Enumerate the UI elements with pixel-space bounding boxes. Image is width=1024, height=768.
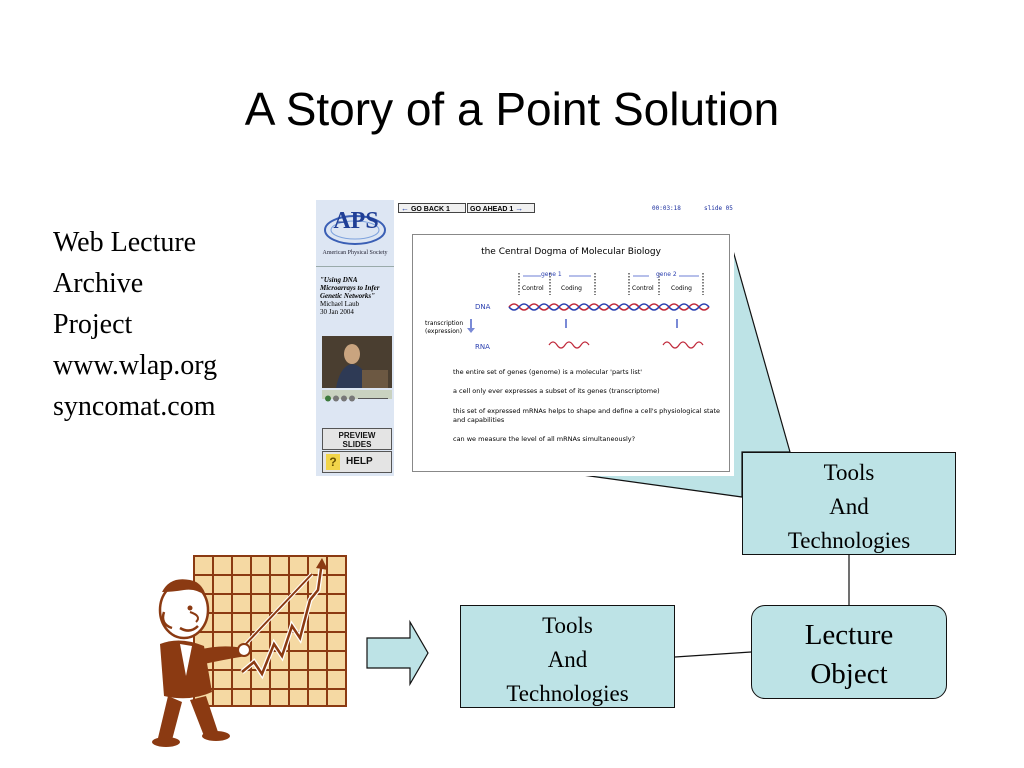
right-arrow-shape [366,619,429,687]
web-lecture-description: Web Lecture Archive Project www.wlap.org… [53,222,217,427]
playback-timer: 00:03:18 [652,205,681,212]
sidebar-divider [316,266,394,267]
go-back-button[interactable]: ← GO BACK 1 [398,203,466,213]
question-mark-icon: ? [326,454,340,470]
wlap-url[interactable]: www.wlap.org [53,350,218,381]
slide-number: slide 05 [704,205,733,212]
box-line: Tools [542,613,593,638]
player-sidebar: APS American Physical Society "Using DNA… [316,200,394,476]
gene-diagram [467,273,710,349]
box-line: Technologies [506,681,629,706]
bullet-text: this set of expressed mRNAs helps to sha… [453,407,721,424]
help-button[interactable]: ? HELP [322,451,392,473]
left-text-line: Archive [53,268,144,299]
talk-title: "Using DNA Microarrays to Infer Genetic … [320,276,380,300]
lecture-object-box: Lecture Object [751,605,947,699]
video-controls[interactable] [322,390,392,402]
box-line: And [547,647,588,672]
box-line: Object [810,658,888,690]
talk-date: 30 Jan 2004 [320,308,354,316]
connector-tools-bottom-lecture [674,651,752,658]
left-arrow-icon: ← [401,204,409,213]
aps-logo-icon [324,215,386,245]
transcription-label: transcription [425,320,464,327]
lecture-slide: the Central Dogma of Molecular Biology [412,234,730,472]
left-text-line: Project [53,309,133,340]
gene-2-label: gene 2 [656,271,677,278]
speaker-video-frame [322,336,392,388]
slides-label: SLIDES [342,440,372,449]
slide-title: A Story of a Point Solution [244,83,780,135]
coding-label-1: Coding [561,285,582,292]
bullet-text: a cell only ever expresses a subset of i… [453,387,660,395]
talk-info: "Using DNA Microarrays to Infer Genetic … [320,276,392,316]
preview-slides-button[interactable]: PREVIEW SLIDES [322,428,392,450]
speaker-name: Michael Laub [320,300,360,308]
presenter-chart-clipart [152,555,347,747]
tools-technologies-box-bottom: Tools And Technologies [460,605,675,708]
tools-technologies-box-top: Tools And Technologies [742,452,956,555]
left-text-line: Web Lecture [53,227,197,258]
video-control-buttons [325,395,388,402]
box-line: Lecture [804,619,894,651]
go-ahead-label: GO AHEAD 1 [470,206,514,213]
rna-label: RNA [475,343,490,351]
bullet-text: the entire set of genes (genome) is a mo… [453,368,643,376]
bullet-text: can we measure the level of all mRNAs si… [453,435,636,443]
lecture-video[interactable] [322,336,392,388]
aps-subtitle: American Physical Society [322,250,388,256]
control-label-1: Control [522,285,544,292]
go-ahead-button[interactable]: GO AHEAD 1 → [467,203,535,213]
box-line: And [829,494,869,519]
preview-label: PREVIEW [338,431,376,440]
help-label: HELP [346,456,373,467]
control-label-2: Control [632,285,654,292]
box-line: Technologies [787,528,911,553]
inner-slide-title: the Central Dogma of Molecular Biology [481,247,661,257]
dna-label: DNA [475,303,491,311]
box-line: Tools [823,460,875,485]
gene-1-label: gene 1 [541,271,562,278]
go-back-label: GO BACK 1 [410,206,450,213]
coding-label-2: Coding [671,285,692,292]
syncomat-url[interactable]: syncomat.com [53,391,216,422]
expression-label: (expression) [425,328,463,335]
lecture-player-screenshot: APS American Physical Society "Using DNA… [316,200,734,476]
right-arrow-icon: → [515,204,524,213]
aps-logo-text: APS [333,208,379,234]
